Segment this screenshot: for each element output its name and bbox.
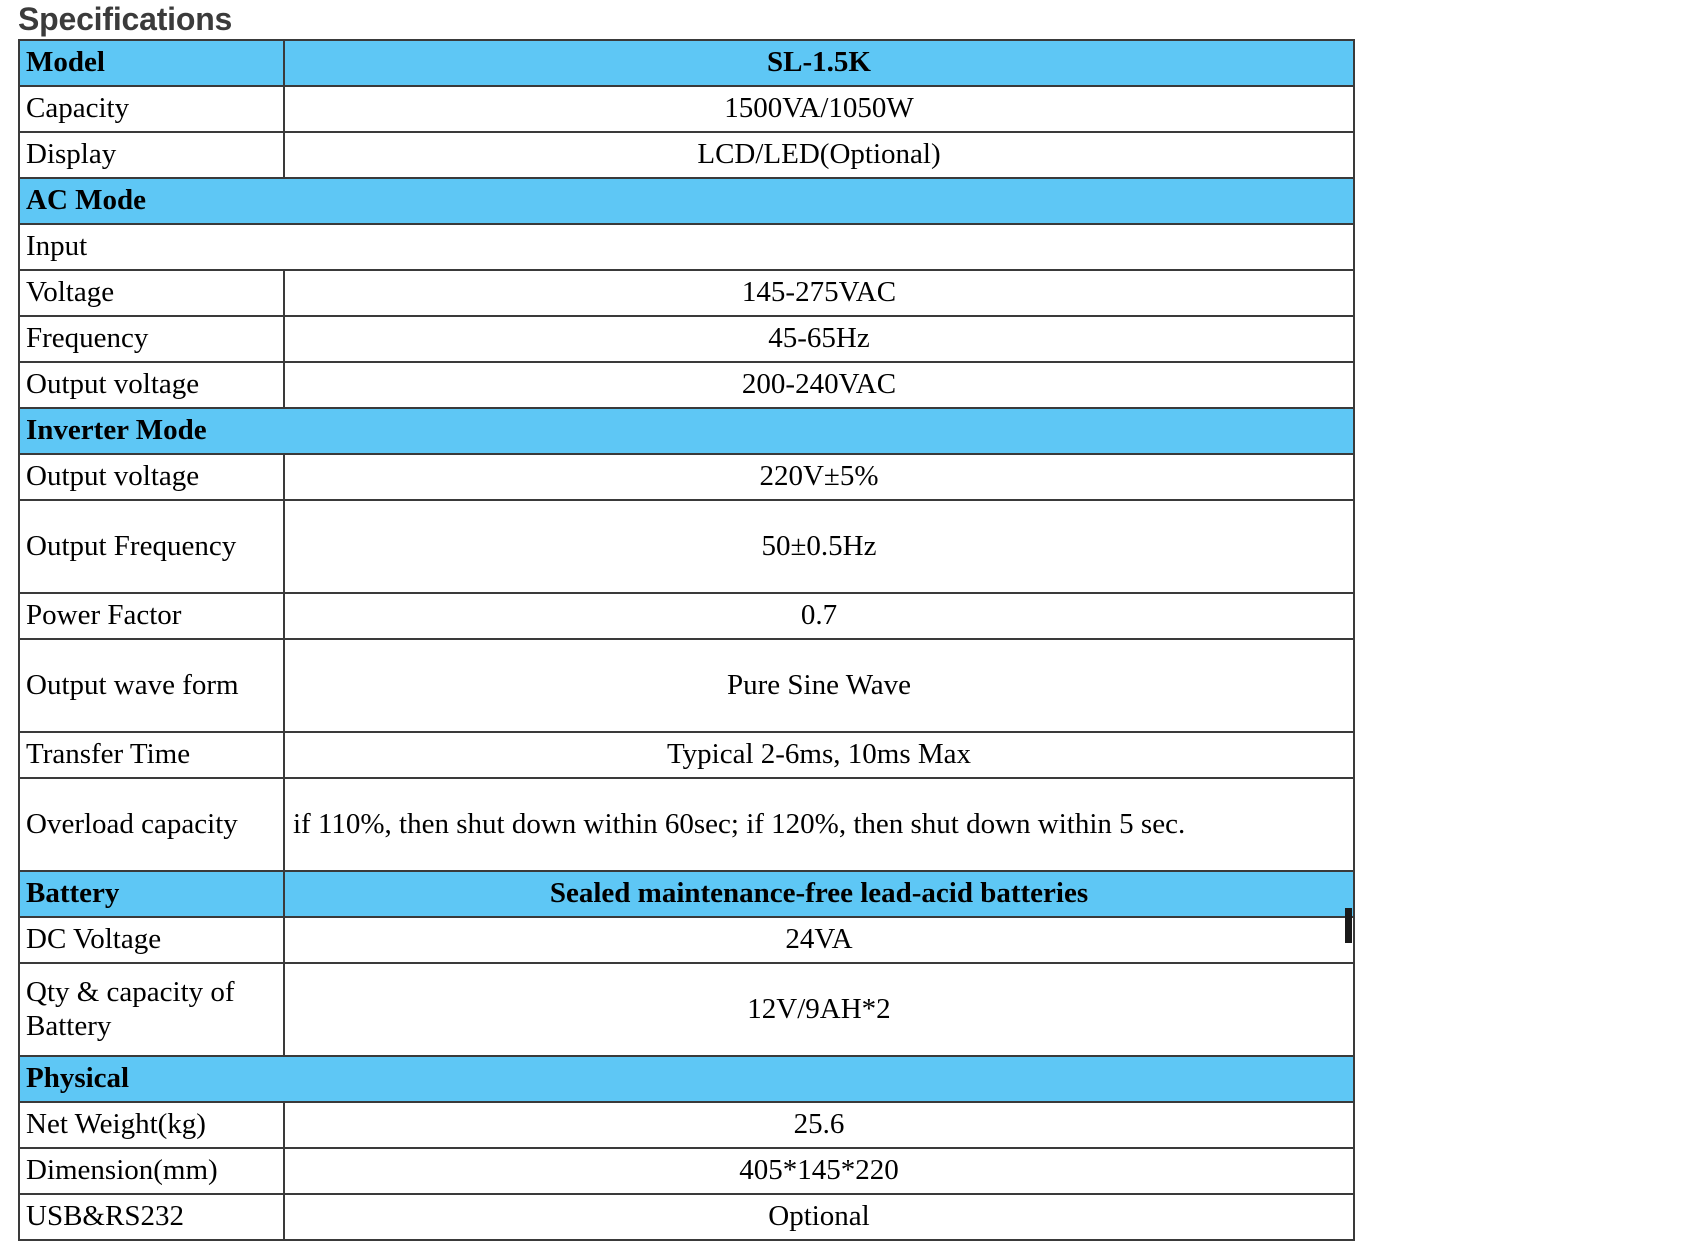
row-label: Net Weight(kg) bbox=[18, 1101, 285, 1149]
row-label: Inverter Mode bbox=[18, 407, 1355, 455]
row-label: Output voltage bbox=[18, 453, 285, 501]
row-label: Model bbox=[18, 39, 285, 87]
row-label: Display bbox=[18, 131, 285, 179]
row-label: Output wave form bbox=[18, 638, 285, 733]
row-value: 45-65Hz bbox=[283, 315, 1355, 363]
row-label: Output Frequency bbox=[18, 499, 285, 594]
table-row: Inverter Mode bbox=[18, 407, 1355, 455]
table-row: Physical bbox=[18, 1055, 1355, 1103]
table-row: Input bbox=[18, 223, 1355, 271]
row-label: Frequency bbox=[18, 315, 285, 363]
row-label: Overload capacity bbox=[18, 777, 285, 872]
table-row: Net Weight(kg)25.6 bbox=[18, 1101, 1355, 1149]
page-title: Specifications bbox=[18, 1, 233, 37]
row-label: Physical bbox=[18, 1055, 1355, 1103]
row-label: Qty & capacity of Battery bbox=[18, 962, 285, 1057]
row-value: LCD/LED(Optional) bbox=[283, 131, 1355, 179]
row-value: SL-1.5K bbox=[283, 39, 1355, 87]
row-label: Dimension(mm) bbox=[18, 1147, 285, 1195]
row-label: Capacity bbox=[18, 85, 285, 133]
row-value: 24VA bbox=[283, 916, 1355, 964]
row-value: 12V/9AH*2 bbox=[283, 962, 1355, 1057]
row-value: Typical 2-6ms, 10ms Max bbox=[283, 731, 1355, 779]
row-label: Battery bbox=[18, 870, 285, 918]
row-value: Sealed maintenance-free lead-acid batter… bbox=[283, 870, 1355, 918]
row-value: Pure Sine Wave bbox=[283, 638, 1355, 733]
row-value: 405*145*220 bbox=[283, 1147, 1355, 1195]
row-label: Input bbox=[18, 223, 1355, 271]
row-value: 0.7 bbox=[283, 592, 1355, 640]
row-value: 25.6 bbox=[283, 1101, 1355, 1149]
row-label: Transfer Time bbox=[18, 731, 285, 779]
table-row: AC Mode bbox=[18, 177, 1355, 225]
row-label: DC Voltage bbox=[18, 916, 285, 964]
row-value: 220V±5% bbox=[283, 453, 1355, 501]
row-value: 1500VA/1050W bbox=[283, 85, 1355, 133]
row-value: if 110%, then shut down within 60sec; if… bbox=[283, 777, 1355, 872]
row-value: 200-240VAC bbox=[283, 361, 1355, 409]
row-value: 50±0.5Hz bbox=[283, 499, 1355, 594]
row-label: AC Mode bbox=[18, 177, 1355, 225]
row-value: Optional bbox=[283, 1193, 1355, 1241]
row-value: 145-275VAC bbox=[283, 269, 1355, 317]
table-row: Dimension(mm)405*145*220 bbox=[18, 1147, 1355, 1195]
row-label: Output voltage bbox=[18, 361, 285, 409]
row-label: USB&RS232 bbox=[18, 1193, 285, 1241]
row-label: Voltage bbox=[18, 269, 285, 317]
row-label: Power Factor bbox=[18, 592, 285, 640]
edge-artifact-mark bbox=[1345, 908, 1352, 943]
